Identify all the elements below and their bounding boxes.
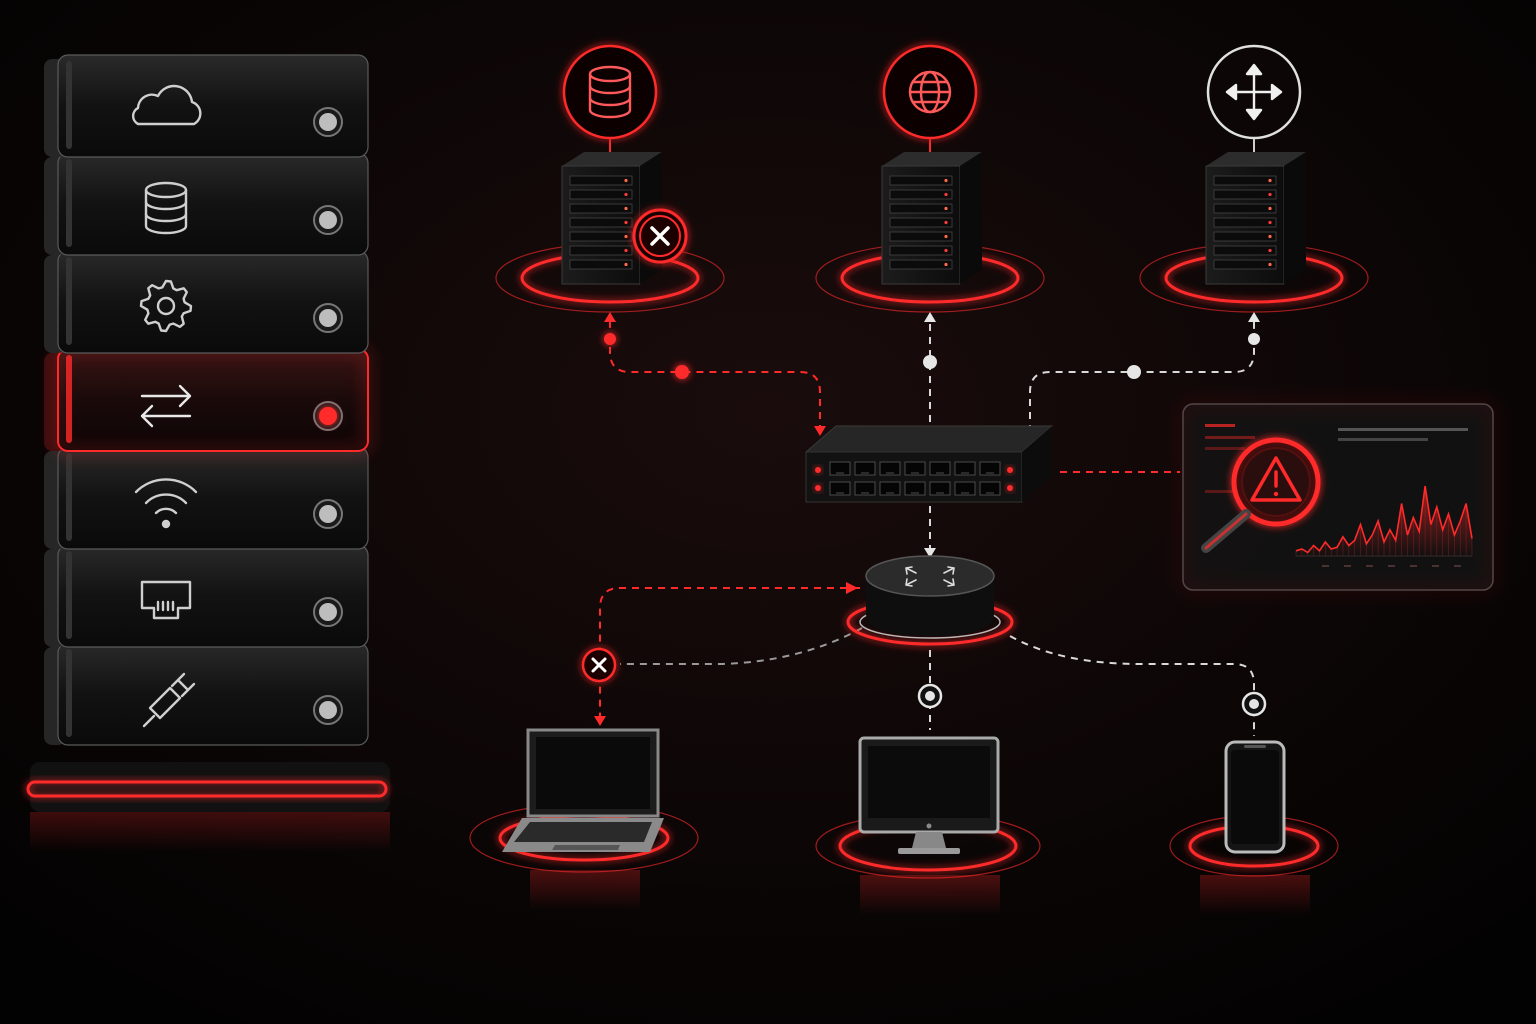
server-badge [562, 44, 658, 140]
connection-nodes [581, 312, 1267, 726]
sidebar-module-wifi[interactable] [44, 446, 369, 550]
chart-area [1296, 486, 1472, 556]
status-led [313, 107, 343, 137]
node-routing-link-up [1248, 333, 1260, 345]
wifi-icon [134, 478, 198, 529]
laptop-link-error [581, 647, 617, 683]
smartphone-icon [1224, 740, 1286, 854]
sidebar-module-cloud[interactable] [44, 54, 369, 158]
status-led [313, 205, 343, 235]
link-router-to-laptop-secondary [620, 627, 863, 665]
status-led [313, 499, 343, 529]
status-led [313, 401, 343, 431]
module-stack [26, 54, 390, 852]
server-badge [882, 44, 978, 140]
client-phone[interactable] [1169, 740, 1339, 877]
link-router-to-phone [1009, 635, 1255, 736]
panel-text-lines [1205, 424, 1468, 493]
network-switch-icon [804, 425, 1054, 503]
floor-reflections [530, 870, 1310, 915]
sidebar-module-gear[interactable] [44, 250, 369, 354]
server-database[interactable] [495, 44, 725, 313]
database-icon [588, 65, 632, 119]
chart-xticks [1322, 565, 1461, 567]
monitor-chart [1295, 485, 1473, 567]
move-arrows-icon [1225, 63, 1283, 121]
router[interactable] [846, 555, 1014, 646]
node-web-link [923, 355, 937, 369]
sidebar-module-transfer-arrows[interactable] [44, 346, 371, 454]
status-led [313, 303, 343, 333]
x-circle-icon [632, 208, 688, 264]
arrow-into-router [846, 582, 858, 594]
network-switch[interactable] [804, 425, 1054, 503]
link-switch-to-db-server [609, 318, 821, 432]
chart-line [1295, 485, 1473, 554]
link-router-to-laptop [599, 587, 860, 722]
arrow-up-db [604, 312, 616, 322]
cloud-icon [131, 84, 202, 126]
sidebar-module-cable-plug[interactable] [44, 642, 369, 746]
client-row [469, 728, 1339, 915]
warning-magnifier-icon [1201, 437, 1321, 553]
client-desktop[interactable] [815, 736, 1041, 879]
arrow-up-routing [1248, 312, 1260, 322]
transfer-arrows-icon [140, 384, 192, 428]
node-routing-link [1127, 365, 1141, 379]
cable-plug-icon [142, 672, 196, 728]
sidebar-module-ethernet-port[interactable] [44, 544, 369, 648]
node-db-link-mid [675, 365, 689, 379]
arrow-up-web [924, 312, 936, 322]
gear-icon [139, 279, 193, 333]
monitor-panel[interactable] [1180, 401, 1496, 593]
monitor-icon [858, 736, 1000, 854]
router-icon [865, 555, 995, 636]
sidebar-module-database[interactable] [44, 152, 369, 256]
server-row [495, 44, 1369, 313]
arrow-down-laptop [594, 716, 606, 726]
status-led [313, 695, 343, 725]
server-web[interactable] [815, 44, 1045, 313]
server-routing[interactable] [1139, 44, 1369, 313]
globe-icon [908, 70, 952, 114]
module-stack-base [26, 762, 390, 852]
server-tower-icon [1205, 152, 1306, 285]
node-db-link [604, 333, 616, 345]
arrow-into-switch-left [814, 426, 826, 436]
arrow-down-router [924, 548, 936, 558]
laptop-icon [502, 728, 664, 852]
server-tower-icon [881, 152, 982, 285]
database-icon [144, 181, 188, 235]
ethernet-port-icon [140, 580, 192, 620]
server-badge [1206, 44, 1302, 140]
status-led [313, 597, 343, 627]
